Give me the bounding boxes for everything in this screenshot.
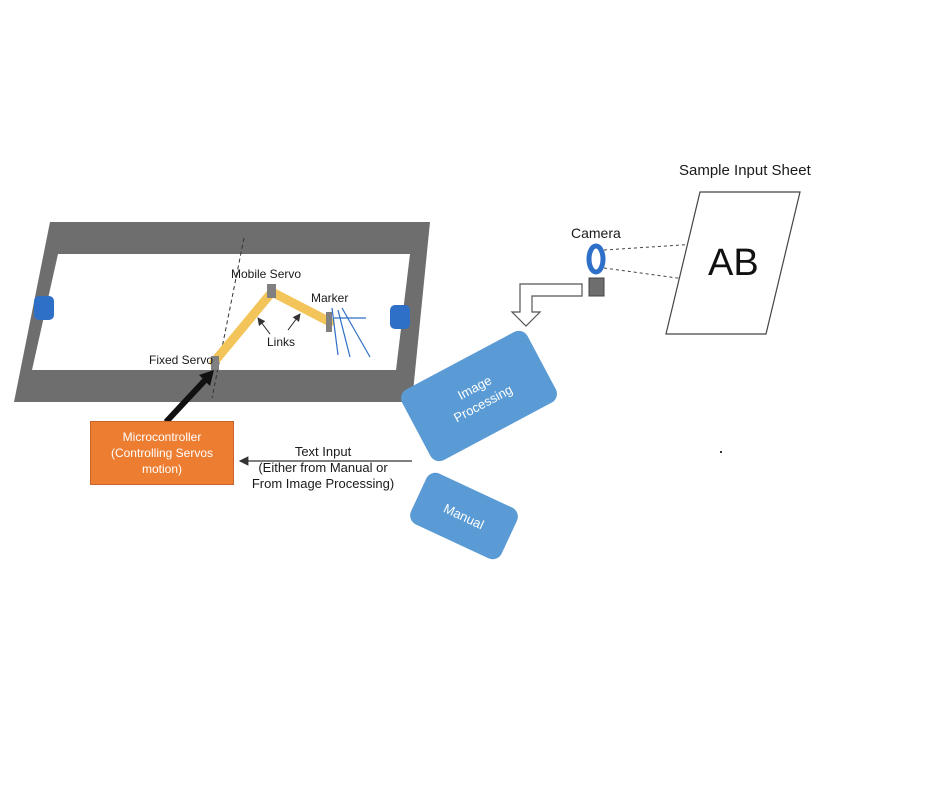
left-rail-clamp: [34, 296, 54, 320]
text-input-line-3: From Image Processing): [251, 476, 395, 491]
stray-dot: [720, 451, 722, 453]
fixed-servo-label: Fixed Servo: [149, 353, 214, 367]
sheet-content: AB: [708, 242, 759, 284]
microcontroller-line-2: (Controlling Servos: [110, 446, 214, 460]
mobile-servo: [267, 284, 276, 298]
links-pointer-2: [287, 313, 301, 331]
links-label: Links: [267, 335, 296, 349]
text-input-label: Text Input (Either from Manual or From I…: [240, 444, 406, 492]
links-pointer-1: [257, 317, 271, 335]
camera-label: Camera: [571, 225, 621, 241]
marker-traces: [331, 307, 371, 358]
microcontroller-box: Microcontroller (Controlling Servos moti…: [90, 421, 234, 485]
text-input-line-1: Text Input: [294, 444, 352, 459]
servo-axis-line: [211, 237, 245, 399]
mobile-servo-label: Mobile Servo: [231, 267, 302, 281]
camera-to-processing-arrow: [510, 283, 583, 327]
microcontroller-line-1: Microcontroller: [122, 430, 202, 444]
sheet-title: Sample Input Sheet: [679, 162, 811, 179]
marker-label: Marker: [311, 291, 349, 305]
marker-holder: [326, 312, 332, 332]
arm-links: [209, 287, 335, 367]
right-rail-clamp: [390, 305, 410, 329]
manual-label: Manual: [441, 500, 487, 532]
drawing-frame: [14, 222, 430, 402]
microcontroller-line-3: motion): [141, 462, 182, 476]
servo-connector: [163, 374, 211, 425]
sample-input-sheet: [665, 191, 801, 335]
fixed-servo: [211, 356, 219, 370]
camera: [586, 243, 606, 297]
text-input-line-2: (Either from Manual or: [258, 460, 388, 475]
servo-connector-head: [199, 370, 214, 386]
